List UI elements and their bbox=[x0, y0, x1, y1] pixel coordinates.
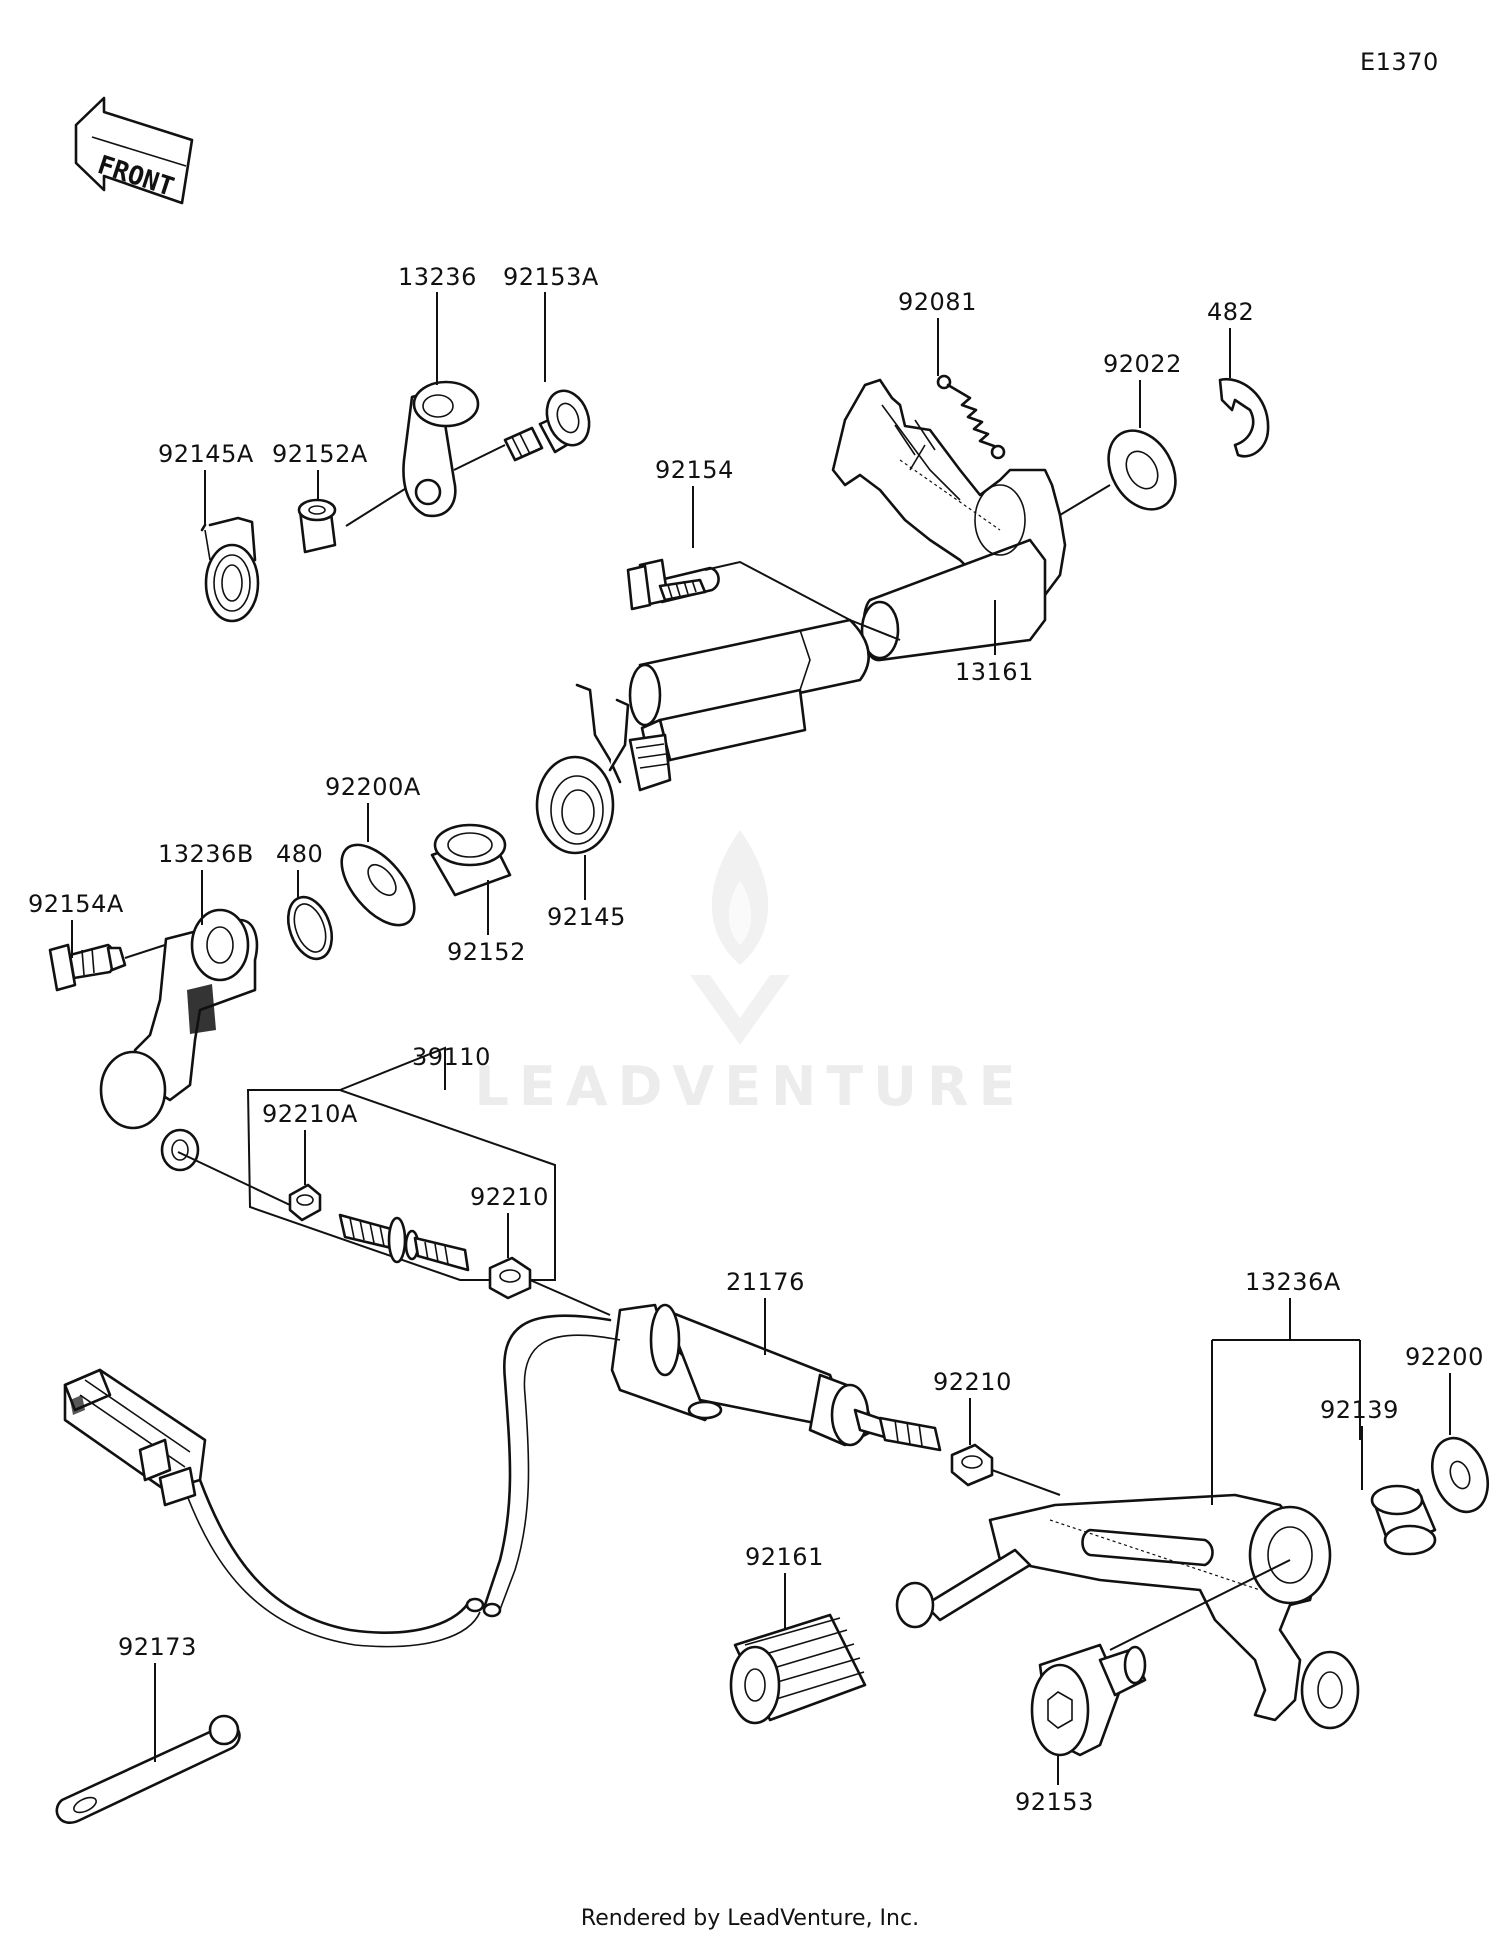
leader-92152a-link bbox=[345, 486, 409, 527]
callout-39110: 39110 bbox=[412, 1043, 491, 1071]
callout-92139: 92139 bbox=[1320, 1396, 1399, 1490]
part-number-label: 92200A bbox=[325, 773, 421, 801]
washer-92200 bbox=[1431, 1436, 1489, 1514]
spring-92145a bbox=[200, 516, 260, 623]
callout-92152a: 92152A bbox=[272, 440, 368, 500]
part-number-label: 13236B bbox=[158, 840, 254, 868]
callout-21176: 21176 bbox=[726, 1268, 805, 1355]
callout-92173: 92173 bbox=[118, 1633, 197, 1762]
part-number-label: 92210 bbox=[470, 1183, 549, 1211]
callout-480: 480 bbox=[276, 840, 323, 898]
part-number-label: 92081 bbox=[898, 288, 977, 316]
front-arrow-icon: FRONT bbox=[74, 96, 194, 205]
callout-13236b: 13236B bbox=[158, 840, 254, 925]
part-number-label: 21176 bbox=[726, 1268, 805, 1296]
watermark: LEADVENTURE bbox=[475, 830, 1026, 1118]
callout-92154a: 92154A bbox=[28, 890, 124, 958]
part-number-label: 92154 bbox=[655, 456, 734, 484]
callout-92153: 92153 bbox=[1015, 1755, 1094, 1816]
bolt-92153 bbox=[1030, 1643, 1147, 1757]
part-number-label: 92152 bbox=[447, 938, 526, 966]
part-number-label: 92145 bbox=[547, 903, 626, 931]
leader-92153-pedal bbox=[1109, 1559, 1291, 1651]
callout-92145a: 92145A bbox=[158, 440, 254, 525]
callout-13236: 13236 bbox=[398, 263, 477, 385]
part-number-label: 92210 bbox=[933, 1368, 1012, 1396]
nut-92210-lower bbox=[950, 1443, 994, 1487]
tie-rod-39110 bbox=[338, 1213, 470, 1272]
spring-92081 bbox=[936, 374, 1006, 460]
shift-pedal-13236a bbox=[895, 1493, 1360, 1730]
leader-92210-lower-pedal bbox=[991, 1469, 1061, 1496]
circlip-482 bbox=[1218, 377, 1270, 458]
part-number-label: 92200 bbox=[1405, 1343, 1484, 1371]
circlip-480 bbox=[286, 895, 334, 961]
callout-92200: 92200 bbox=[1405, 1343, 1484, 1435]
shift-rubber-92161 bbox=[729, 1613, 867, 1725]
callout-92022: 92022 bbox=[1103, 350, 1182, 428]
part-number-label: 39110 bbox=[412, 1043, 491, 1071]
leader-92022-shaft bbox=[1059, 484, 1111, 516]
part-number-label: 13236 bbox=[398, 263, 477, 291]
gear-sensor-21176 bbox=[610, 1303, 942, 1452]
clamp-92173 bbox=[55, 1714, 241, 1824]
wire-harness bbox=[174, 1314, 621, 1648]
callout-92210-upper: 92210 bbox=[470, 1183, 549, 1258]
callout-92152: 92152 bbox=[447, 880, 526, 966]
part-number-label: 92173 bbox=[118, 1633, 197, 1661]
callout-92210a: 92210A bbox=[262, 1100, 358, 1185]
callout-92210-lower: 92210 bbox=[933, 1368, 1012, 1445]
shift-shaft-13161 bbox=[628, 378, 1067, 792]
nut-92210-upper bbox=[488, 1256, 532, 1300]
bushing-92152a bbox=[297, 498, 337, 554]
callout-13161: 13161 bbox=[955, 600, 1034, 686]
callout-92145: 92145 bbox=[547, 855, 626, 931]
connector-plug bbox=[63, 1368, 207, 1507]
part-number-label: 13236A bbox=[1245, 1268, 1341, 1296]
nut-92210a bbox=[288, 1183, 322, 1222]
leader-39110 bbox=[339, 1046, 446, 1091]
callout-92153a: 92153A bbox=[503, 263, 599, 382]
bolt-92154 bbox=[626, 558, 720, 611]
part-number-label: 92145A bbox=[158, 440, 254, 468]
bushing-92152 bbox=[430, 823, 512, 897]
callout-92161: 92161 bbox=[745, 1543, 824, 1630]
part-number-label: 92022 bbox=[1103, 350, 1182, 378]
part-number-label: 92153A bbox=[503, 263, 599, 291]
part-number-label: 92139 bbox=[1320, 1396, 1399, 1424]
watermark-logo-icon bbox=[690, 830, 790, 1045]
washer-92200a bbox=[340, 843, 416, 927]
footer-credit: Rendered by LeadVenture, Inc. bbox=[581, 1906, 919, 1931]
spring-92145 bbox=[535, 683, 630, 855]
part-number-label: 482 bbox=[1207, 298, 1254, 326]
bushing-92139 bbox=[1370, 1484, 1437, 1556]
part-number-label: 92210A bbox=[262, 1100, 358, 1128]
part-number-label: 92161 bbox=[745, 1543, 824, 1571]
callout-482: 482 bbox=[1207, 298, 1254, 378]
bolt-92153a bbox=[503, 389, 591, 462]
leader-92154a-lever bbox=[124, 944, 166, 959]
leader-92210-sensor bbox=[529, 1279, 611, 1316]
lever-13236 bbox=[402, 380, 480, 518]
leader-92210a-lever bbox=[177, 1151, 291, 1206]
callout-92200a: 92200A bbox=[325, 773, 421, 842]
diagram-code: E1370 bbox=[1360, 48, 1439, 76]
bolt-92154a bbox=[48, 943, 127, 992]
part-number-label: 92153 bbox=[1015, 1788, 1094, 1816]
callout-13236a: 13236A bbox=[1211, 1268, 1361, 1505]
lever-13236b bbox=[99, 908, 259, 1172]
callout-92154: 92154 bbox=[655, 456, 734, 548]
callout-92081: 92081 bbox=[898, 288, 977, 376]
part-number-label: 92154A bbox=[28, 890, 124, 918]
watermark-text: LEADVENTURE bbox=[475, 1055, 1026, 1118]
part-number-label: 480 bbox=[276, 840, 323, 868]
leader-92154-shaft bbox=[704, 560, 901, 641]
leader-13236-bolt bbox=[453, 444, 506, 471]
part-number-label: 13161 bbox=[955, 658, 1034, 686]
washer-92022 bbox=[1107, 429, 1177, 511]
part-number-label: 92152A bbox=[272, 440, 368, 468]
